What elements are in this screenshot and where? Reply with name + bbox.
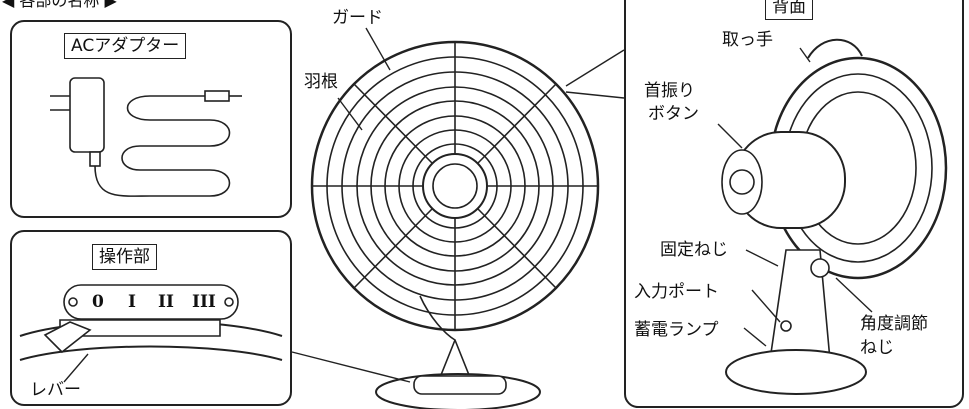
back-title: 背面 bbox=[765, 0, 813, 20]
input-port-label: 入力ポート bbox=[634, 282, 719, 302]
swing-button-label-line1: 首振り bbox=[644, 81, 695, 101]
back-fan-icon bbox=[721, 38, 948, 395]
handle-label: 取っ手 bbox=[722, 30, 773, 50]
swing-button-label-line2: ボタン bbox=[648, 104, 699, 124]
switch-mark-3: III bbox=[192, 292, 216, 312]
ac-adapter-icon bbox=[50, 77, 242, 197]
front-fan-icon bbox=[310, 40, 600, 409]
fixing-screw-label: 固定ねじ bbox=[660, 240, 728, 260]
lever-label: レバー bbox=[30, 380, 81, 400]
guard-label: ガード bbox=[332, 8, 383, 28]
charge-lamp-label: 蓄電ランプ bbox=[634, 320, 719, 340]
switch-mark-1: I bbox=[128, 292, 136, 312]
header-left-mark: ◀ bbox=[2, 0, 20, 10]
control-plate-icon bbox=[19, 284, 283, 361]
switch-mark-2: II bbox=[158, 292, 174, 312]
angle-screw-label-line2: ねじ bbox=[860, 338, 894, 358]
switch-mark-0: 0 bbox=[92, 292, 104, 312]
header-right-mark: ▶ bbox=[99, 0, 117, 10]
control-title: 操作部 bbox=[92, 244, 157, 270]
adapter-title: ACアダプター bbox=[64, 33, 187, 59]
blade-label: 羽根 bbox=[304, 72, 338, 92]
angle-screw-label-line1: 角度調節 bbox=[860, 314, 928, 334]
page-title: ◀ 各部の名称 ▶ bbox=[2, 0, 117, 11]
